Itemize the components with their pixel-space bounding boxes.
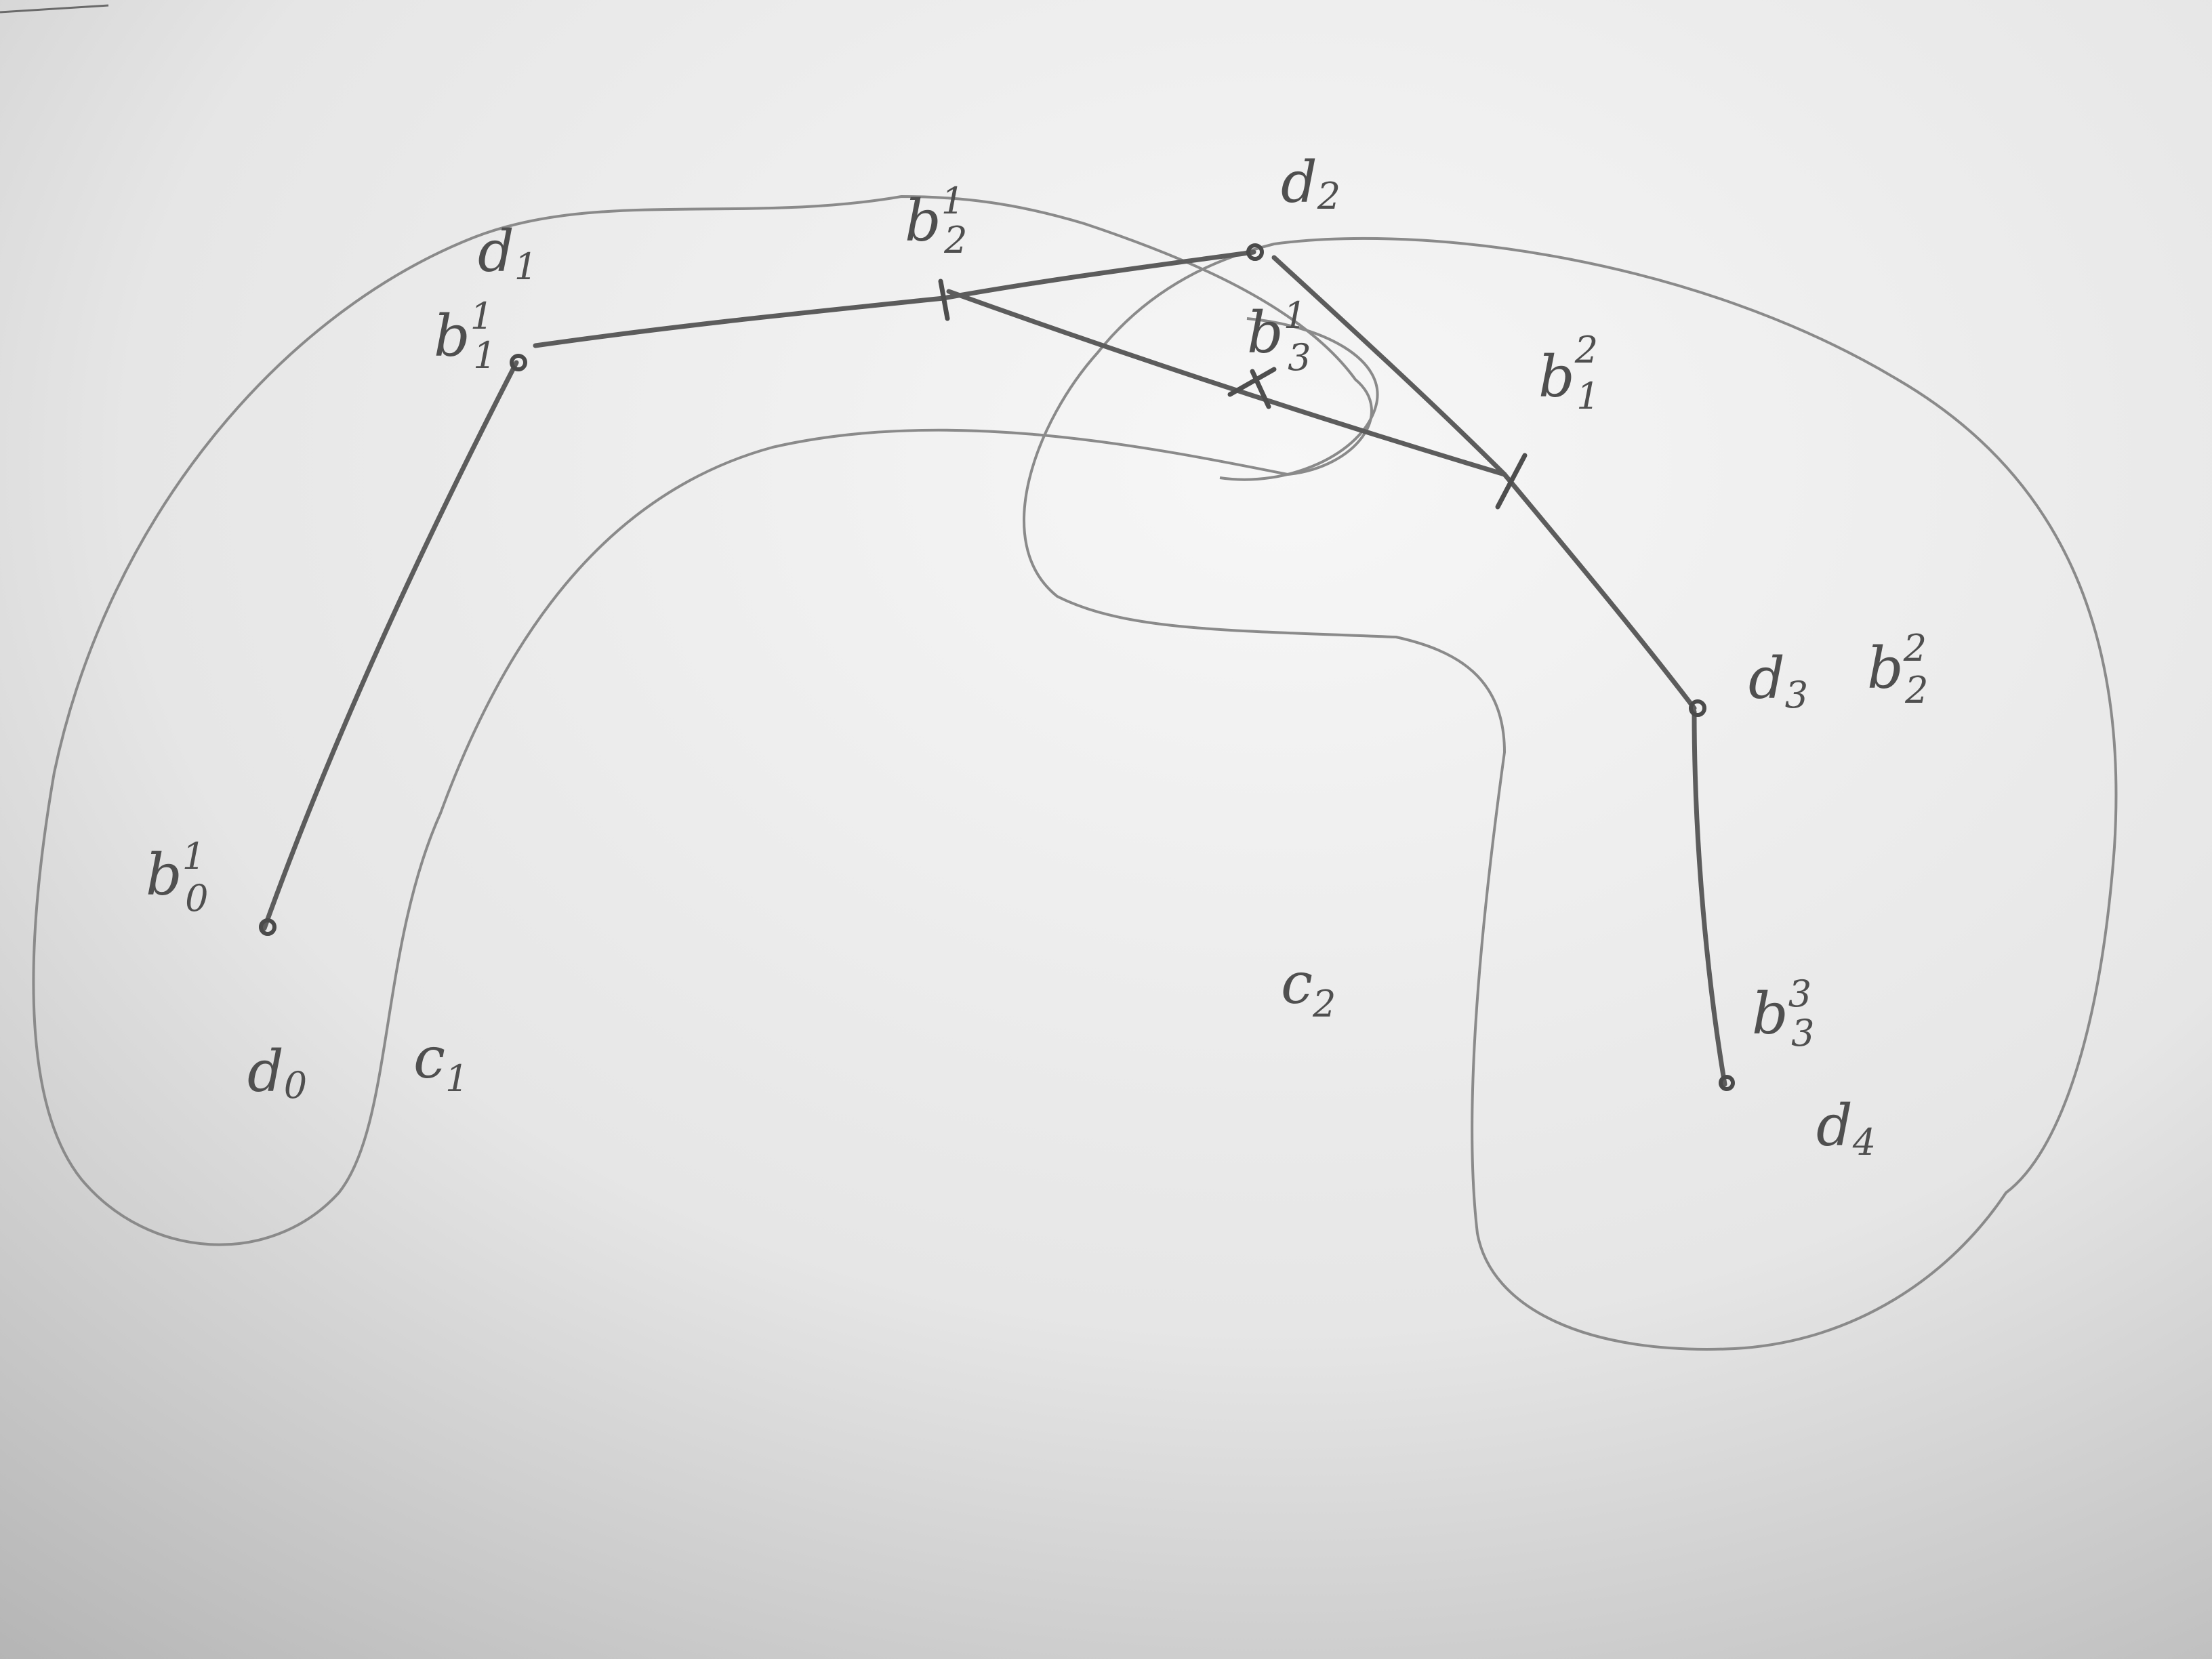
- segment-d2-b21: [1271, 255, 1507, 477]
- tick-marks: [938, 279, 1528, 510]
- segment-d0-d1: [262, 360, 519, 931]
- segment-b12-b21: [946, 289, 1507, 477]
- marker-d1: [510, 354, 527, 371]
- marker-d3: [1689, 699, 1706, 717]
- marker-d0: [259, 918, 276, 936]
- region-small-loop-outline: [1219, 317, 1379, 481]
- paper-edge-mark: [0, 4, 109, 14]
- cross-b13-a: [1227, 367, 1277, 397]
- label-c1: c1: [413, 1025, 468, 1100]
- label-d1: d1: [478, 218, 537, 288]
- label-d3: d3: [1748, 645, 1808, 716]
- cross-b13-b: [1250, 369, 1271, 409]
- segment-d3-d4: [1692, 709, 1727, 1087]
- point-markers: [259, 243, 1735, 1091]
- tick-b21: [1495, 453, 1528, 510]
- region-c2-outline: [1023, 237, 2118, 1351]
- segment-b12-d2: [941, 249, 1256, 301]
- marker-d4: [1719, 1075, 1735, 1091]
- label-d4: d4: [1816, 1092, 1876, 1164]
- label-c2: c2: [1281, 950, 1336, 1025]
- tick-b12: [938, 279, 950, 321]
- region-c1-outline: [32, 194, 1373, 1246]
- marker-d2: [1246, 243, 1264, 261]
- label-d0: d0: [247, 1038, 307, 1107]
- label-d2: d2: [1281, 149, 1340, 218]
- path-segments: [262, 249, 1727, 1087]
- segment-b21-d3: [1502, 472, 1697, 711]
- segment-d1-b12: [533, 295, 946, 348]
